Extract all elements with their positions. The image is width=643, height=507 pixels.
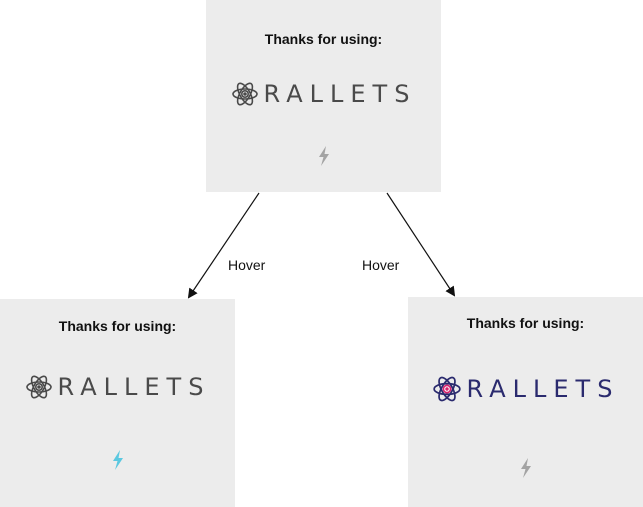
arrow-to-left-card <box>187 192 260 299</box>
rallets-logo: RALLETS <box>0 371 235 403</box>
card-hover-logo-state: Thanks for using: RALLETS <box>408 297 643 507</box>
atom-logo-icon <box>25 375 52 399</box>
lightning-bolt-icon[interactable] <box>317 146 331 166</box>
lightning-bolt-icon[interactable] <box>519 457 533 479</box>
card-title: Thanks for using: <box>466 315 585 331</box>
logo-wordmark: RALLETS <box>57 373 211 401</box>
bolt-container <box>206 146 441 166</box>
edge-label-hover-left: Hover <box>228 257 266 273</box>
card-title: Thanks for using: <box>264 31 383 47</box>
edge-label-hover-right: Hover <box>362 257 400 273</box>
card-title: Thanks for using: <box>58 318 177 334</box>
logo-wordmark: RALLETS <box>466 375 620 403</box>
card-hover-bolt-state: Thanks for using: RALLETS <box>0 299 235 507</box>
logo-wordmark: RALLETS <box>263 80 417 108</box>
lightning-bolt-icon[interactable] <box>111 449 125 471</box>
atom-logo-icon <box>432 376 461 402</box>
atom-logo-icon <box>231 82 258 106</box>
rallets-logo: RALLETS <box>206 78 441 110</box>
card-default-state: Thanks for using: RALLETS <box>206 0 441 192</box>
arrow-to-right-card <box>386 192 456 297</box>
rallets-logo[interactable]: RALLETS <box>408 373 643 405</box>
bolt-container <box>0 449 235 471</box>
bolt-container <box>408 457 643 479</box>
